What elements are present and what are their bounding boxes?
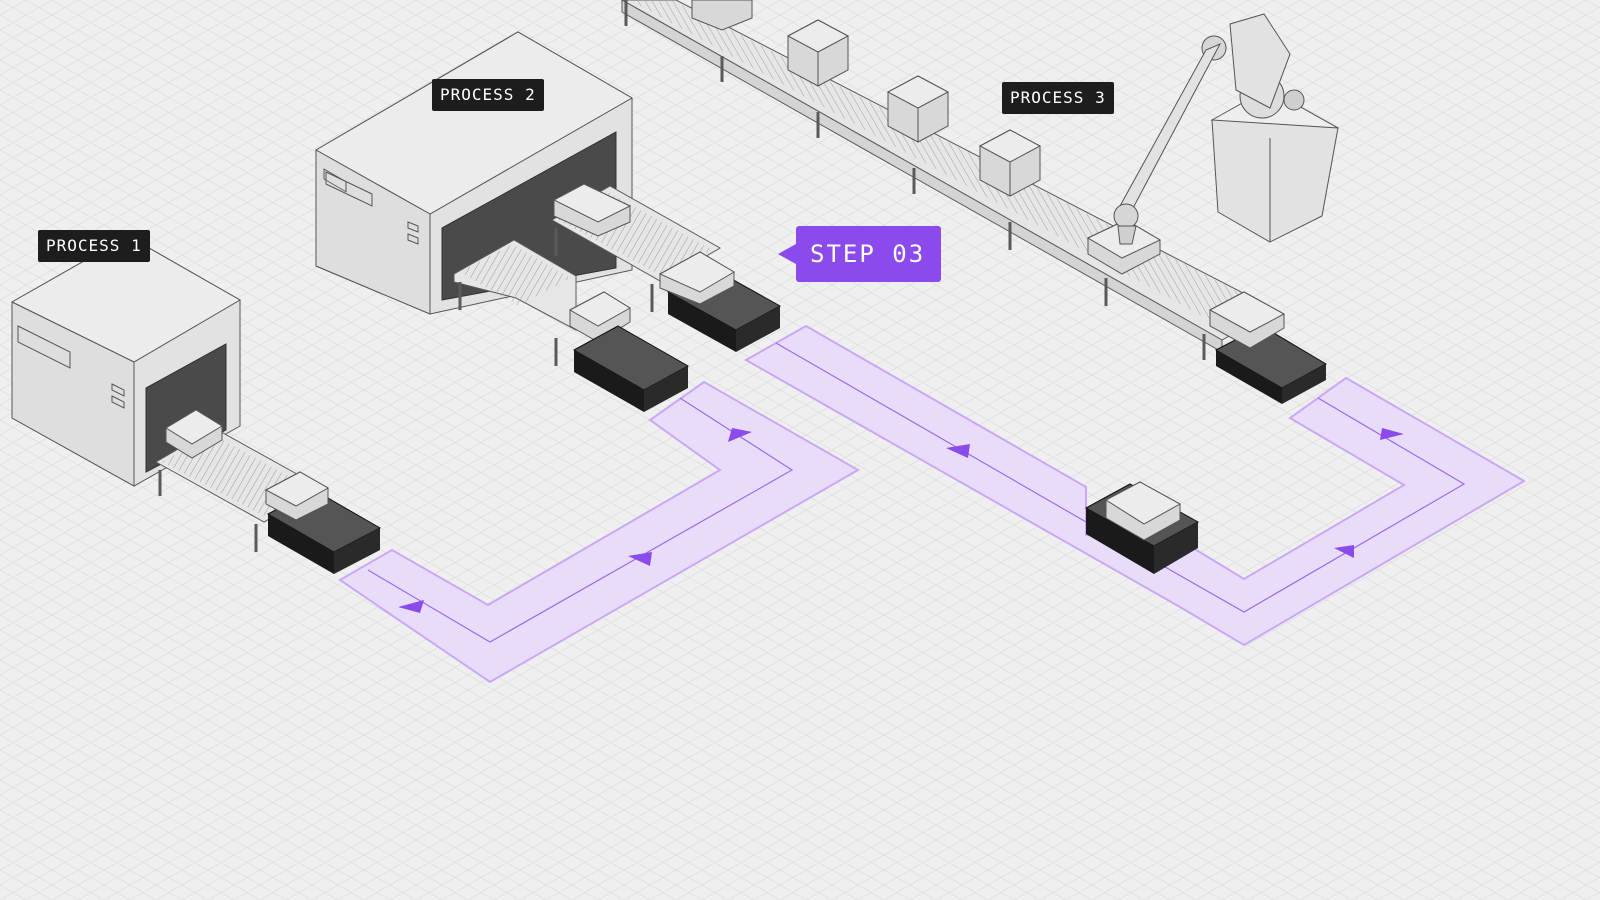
cargo-box: [691, 0, 753, 31]
direction-arrow: [628, 552, 652, 566]
direction-arrow: [1380, 428, 1404, 440]
cargo-box: [886, 75, 950, 143]
cargo-box: [552, 183, 632, 237]
agv-robot: [658, 251, 782, 352]
cargo-box: [978, 129, 1042, 197]
route-path-1: [338, 380, 861, 684]
direction-arrow: [1334, 545, 1354, 558]
step-callout: STEP 03: [777, 226, 942, 282]
agv-robot: [1084, 481, 1200, 574]
agv-robot: [1208, 291, 1328, 404]
process-3-label: PROCESS 3: [1002, 82, 1114, 114]
process-2-label: PROCESS 2: [432, 79, 544, 111]
agv-robot: [264, 471, 382, 574]
agv-robot: [572, 325, 690, 412]
direction-arrow: [398, 600, 424, 613]
cargo-box: [786, 19, 850, 87]
route-path-2: [743, 324, 1526, 647]
machine-process-2: [314, 31, 634, 315]
cargo-box: [165, 409, 223, 459]
process-1-label: PROCESS 1: [38, 230, 150, 262]
direction-arrow: [728, 428, 752, 442]
direction-arrow: [946, 444, 970, 458]
robot-arm: [1113, 13, 1339, 245]
